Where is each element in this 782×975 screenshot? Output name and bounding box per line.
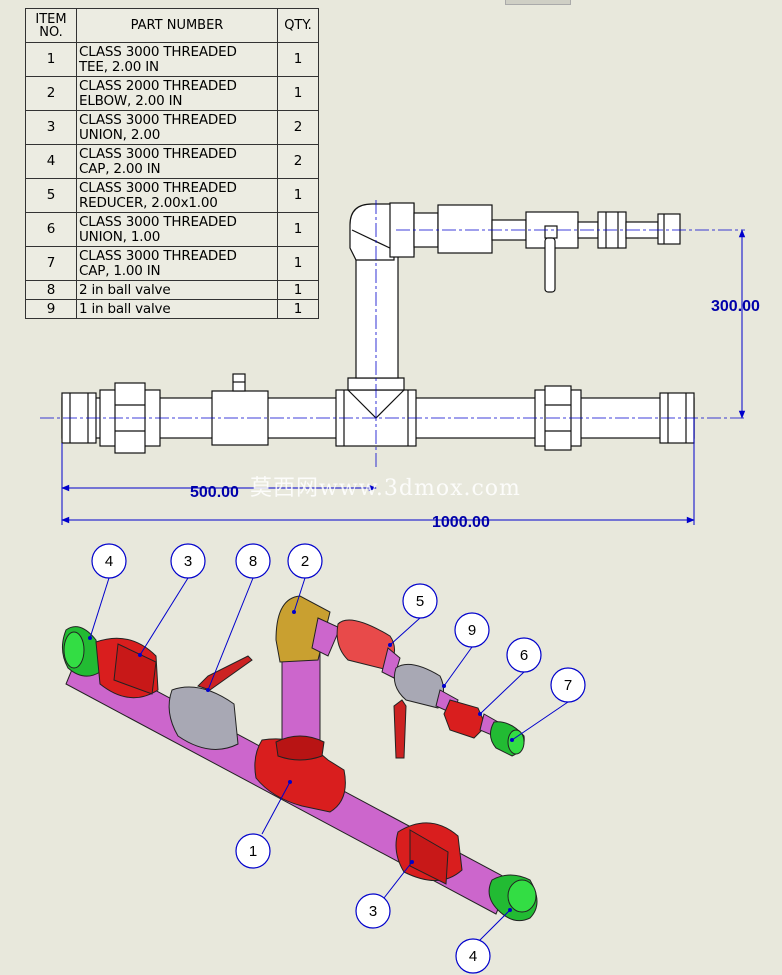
bom-part-line: CAP, 2.00 IN — [79, 160, 161, 177]
reducer — [437, 204, 493, 254]
bom-part-line: REDUCER, 2.00x1.00 — [79, 194, 218, 211]
bom-part-line: TEE, 2.00 IN — [79, 58, 159, 75]
bom-part-line: CLASS 3000 THREADED — [79, 179, 237, 196]
balloon: 4 — [455, 938, 491, 974]
balloon: 7 — [550, 667, 586, 703]
balloon: 1 — [235, 833, 271, 869]
balloon-number: 7 — [564, 677, 572, 694]
balloon: 8 — [235, 543, 271, 579]
balloon: 3 — [355, 893, 391, 929]
bom-qty: 1 — [277, 299, 319, 319]
balloon: 3 — [170, 543, 206, 579]
bom-part-line: CLASS 3000 THREADED — [79, 111, 237, 128]
dim-half-length-label: 500.00 — [190, 484, 239, 501]
bom-qty: 1 — [277, 178, 319, 213]
balloon-number: 9 — [468, 622, 476, 639]
balloon: 2 — [287, 543, 323, 579]
balloon-number: 5 — [416, 593, 424, 610]
window-tab-stub — [505, 0, 571, 5]
bom-item: 5 — [25, 178, 77, 213]
bom-part-line: UNION, 2.00 — [79, 126, 161, 143]
balloons: 4 3 8 2 5 9 6 7 1 3 4 — [91, 543, 586, 974]
bom-part-line: CAP, 1.00 IN — [79, 262, 161, 279]
bom-item: 3 — [25, 110, 77, 145]
balloon-number: 6 — [520, 647, 528, 664]
balloon-arrowheads — [88, 610, 514, 912]
bom-qty: 1 — [277, 212, 319, 247]
bom-item: 4 — [25, 144, 77, 179]
small-cap — [657, 213, 681, 245]
watermark: 莫西网www.3dmox.com — [250, 476, 521, 501]
bom-item: 2 — [25, 76, 77, 111]
bom-header-item-line2: NO. — [39, 24, 63, 40]
front-view — [61, 202, 695, 454]
bom-part-line: CLASS 3000 THREADED — [79, 145, 237, 162]
bom-part-line: CLASS 3000 THREADED — [79, 213, 237, 230]
balloon-number: 1 — [249, 843, 257, 860]
centerlines — [40, 200, 745, 470]
bom-part-line: CLASS 2000 THREADED — [79, 77, 237, 94]
bom-part: 1 in ball valve — [76, 299, 278, 319]
balloon-number: 3 — [184, 553, 192, 570]
balloon: 4 — [91, 543, 127, 579]
bom-header-qty: QTY. — [277, 8, 319, 43]
bom-qty: 1 — [277, 280, 319, 300]
balloon-number: 4 — [105, 553, 113, 570]
bom-qty: 1 — [277, 76, 319, 111]
iso-small-union — [443, 699, 487, 739]
iso-left-ball-valve — [168, 686, 239, 750]
bom-qty: 1 — [277, 246, 319, 281]
bom-part-line: CLASS 3000 THREADED — [79, 247, 237, 264]
balloon-number: 3 — [369, 903, 377, 920]
dimensions — [61, 229, 746, 525]
riser-pipe — [355, 239, 399, 379]
dim-height-label: 300.00 — [711, 298, 760, 315]
bom-part-line: UNION, 1.00 — [79, 228, 161, 245]
balloon-leaders — [89, 577, 569, 941]
balloon: 9 — [454, 612, 490, 648]
balloon-number: 8 — [249, 553, 257, 570]
bom-qty: 1 — [277, 42, 319, 77]
balloon-number: 4 — [469, 948, 477, 965]
balloon-number: 2 — [301, 553, 309, 570]
dim-full-length-label: 1000.00 — [432, 514, 490, 531]
bom-part-line: CLASS 3000 THREADED — [79, 43, 237, 60]
balloon: 6 — [506, 637, 542, 673]
balloon: 5 — [402, 583, 438, 619]
bom-header-item-line1: ITEM — [35, 11, 67, 27]
bom-part-line: ELBOW, 2.00 IN — [79, 92, 183, 109]
